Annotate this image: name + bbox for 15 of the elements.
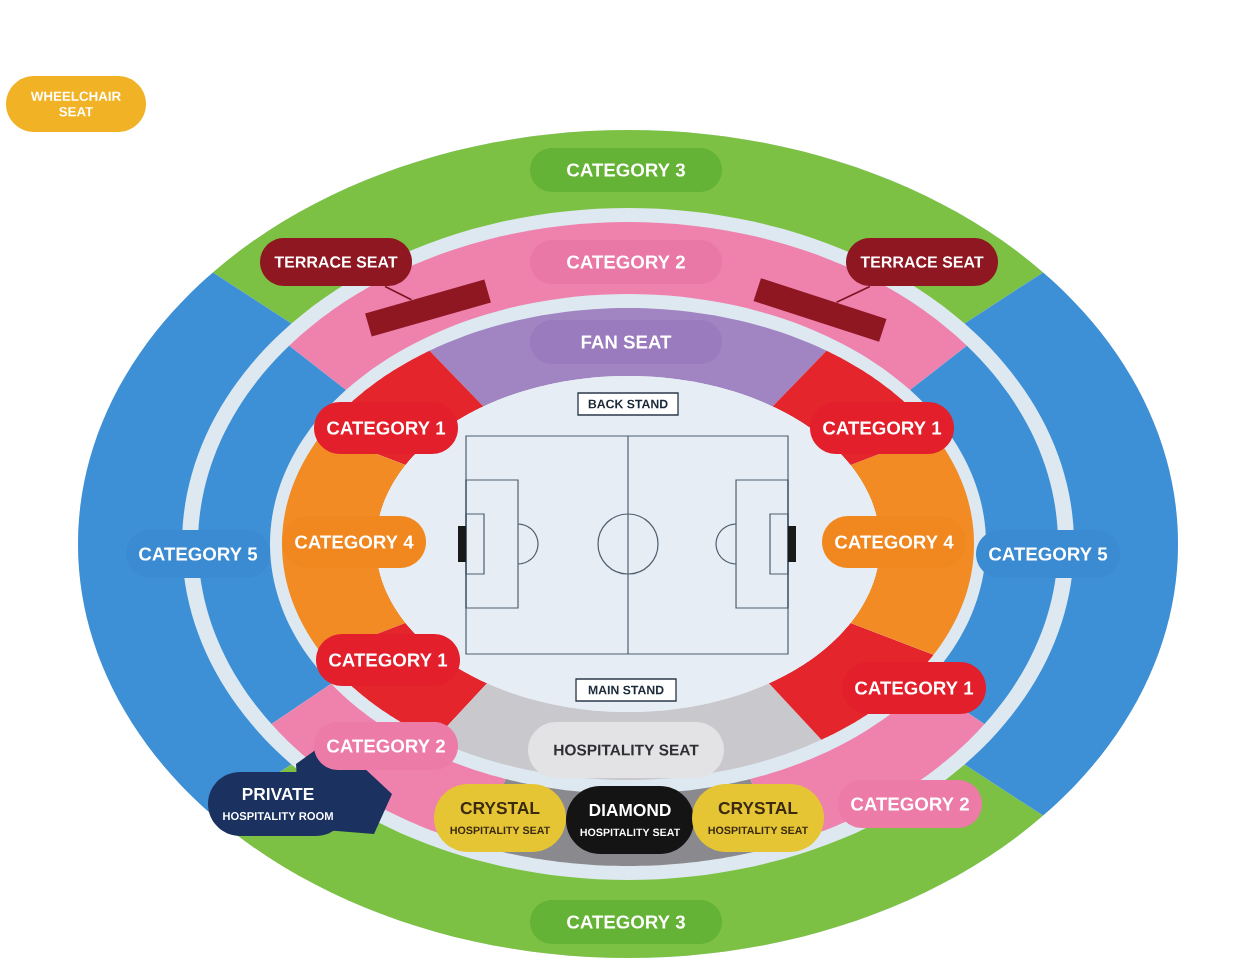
leader-line — [835, 285, 871, 303]
label-pill: CATEGORY 3 — [530, 148, 722, 192]
node-label: CATEGORY 4 — [295, 535, 414, 549]
node-label: CATEGORY 5 — [139, 547, 258, 561]
label-pill: CATEGORY 2 — [530, 240, 722, 284]
terrace-bar — [365, 279, 491, 337]
node-label: CATEGORY 4 — [835, 535, 954, 549]
label-pill: TERRACE SEAT — [260, 238, 412, 286]
label-pill: CATEGORY 1 — [316, 634, 460, 686]
leader-line — [384, 285, 413, 301]
label-pill: TERRACE SEAT — [846, 238, 998, 286]
node-label: CATEGORY 5 — [989, 547, 1108, 561]
node-label: PRIVATE — [242, 788, 314, 800]
label-pill: CATEGORY 1 — [314, 402, 458, 454]
label-pill: CATEGORY 3 — [530, 900, 722, 944]
